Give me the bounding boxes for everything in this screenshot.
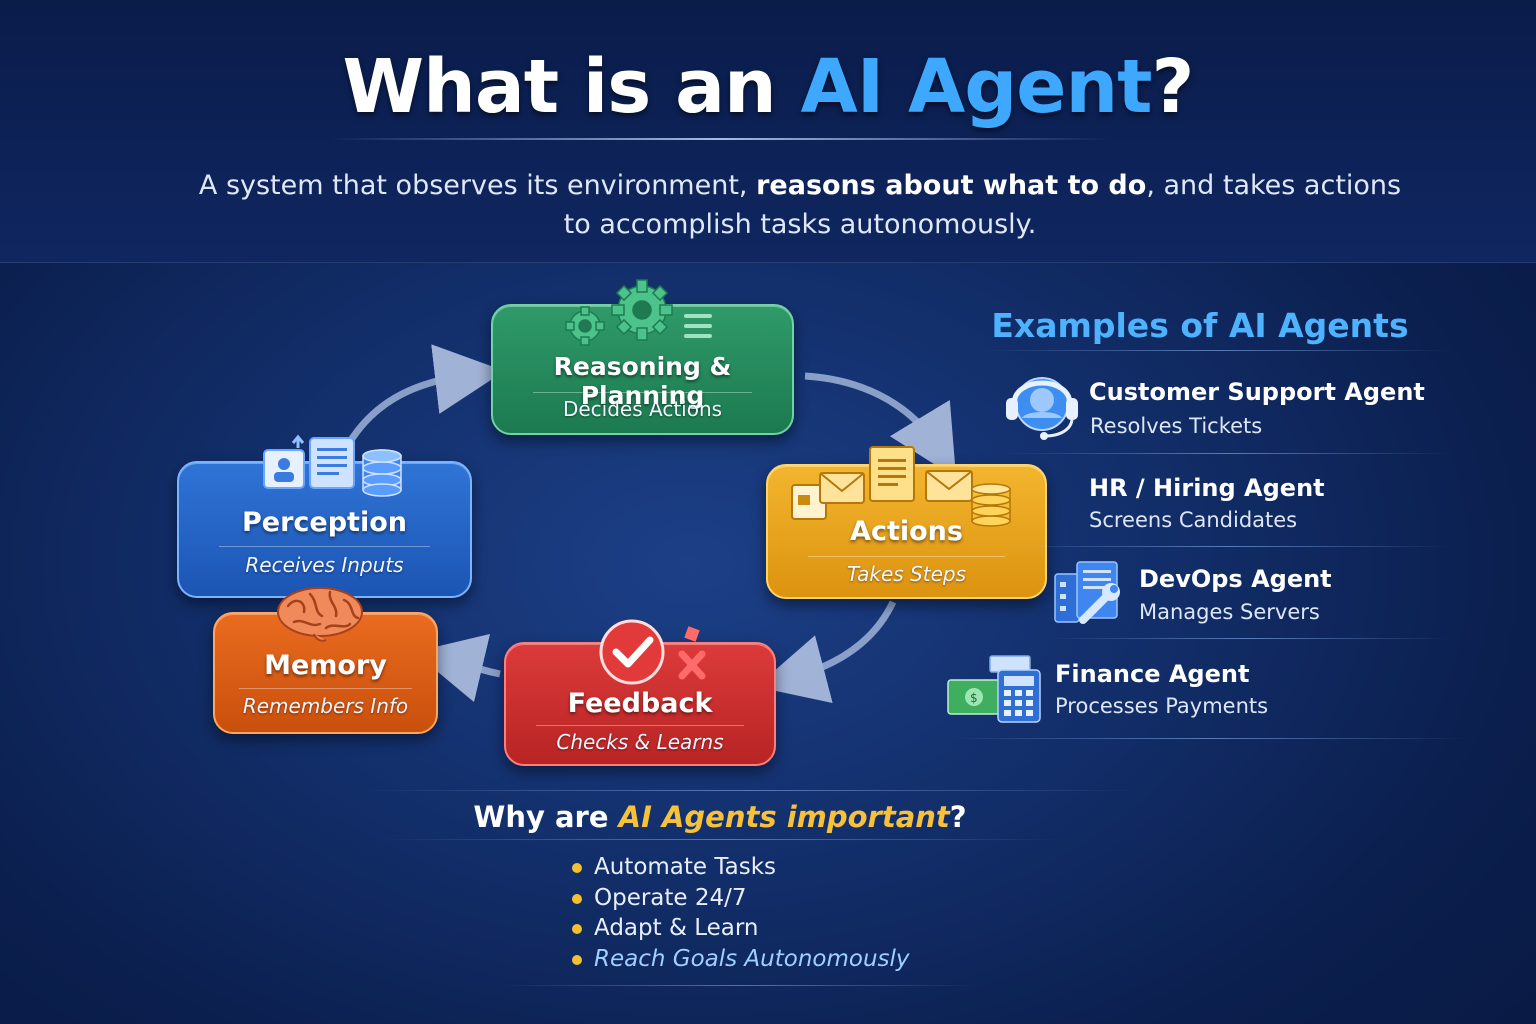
card-divider — [536, 725, 744, 726]
cash-calculator-icon: $ — [947, 655, 1041, 723]
why-title: Why are AI Agents important? — [473, 800, 967, 834]
why-item: Adapt & Learn — [570, 913, 910, 944]
why-top-divider — [360, 790, 1140, 791]
example-divider — [1005, 546, 1450, 547]
bullet-dot — [572, 954, 582, 965]
example-divider — [950, 738, 1470, 739]
brain-icon — [277, 587, 363, 642]
example-desc-customer-support: Resolves Tickets — [1090, 414, 1263, 438]
why-item: Operate 24/7 — [570, 883, 910, 914]
feedback-subtitle: Checks & Learns — [556, 730, 724, 754]
feedback-title: Feedback — [567, 688, 713, 719]
perception-title: Perception — [242, 507, 407, 538]
title-divider — [330, 138, 1110, 140]
card-divider — [533, 392, 752, 393]
example-name-devops: DevOps Agent — [1139, 565, 1332, 593]
perception-subtitle: Receives Inputs — [245, 553, 404, 577]
bullet-dot — [572, 863, 582, 873]
example-divider — [1050, 638, 1450, 639]
why-title-divider — [380, 839, 1060, 840]
check-cross-icon — [599, 619, 706, 685]
card-divider — [219, 546, 430, 547]
why-bottom-divider — [500, 985, 980, 986]
arrow-perception-to-reasoning — [341, 344, 505, 452]
reasoning-subtitle: Decides Actions — [562, 397, 723, 421]
profile-document-database-icon — [263, 434, 402, 497]
why-item: Reach Goals Autonomously — [570, 944, 910, 975]
example-name-customer-support: Customer Support Agent — [1089, 378, 1425, 406]
bullet-dot — [572, 924, 582, 934]
why-list: Automate Tasks Operate 24/7 Adapt & Lear… — [570, 852, 910, 974]
card-divider — [808, 556, 1005, 557]
card-divider — [239, 688, 412, 689]
reasoning-title: Reasoning & Planning — [553, 352, 732, 410]
actions-subtitle: Takes Steps — [847, 562, 966, 586]
examples-title: Examples of AI Agents — [991, 306, 1409, 345]
arrow-actions-to-feedback — [756, 600, 897, 704]
example-desc-devops: Manages Servers — [1139, 600, 1320, 624]
arrow-reasoning-to-actions — [804, 372, 957, 478]
example-desc-hr: Screens Candidates — [1089, 508, 1298, 532]
bullet-dot — [572, 893, 582, 904]
reasoning-planning-card: Reasoning & Planning Decides Actions — [491, 304, 794, 435]
arrow-feedback-to-memory — [413, 633, 501, 703]
headset-agent-icon — [1006, 377, 1078, 440]
svg-text:$: $ — [970, 691, 978, 705]
memory-title: Memory — [264, 650, 387, 681]
documents-mail-database-icon — [791, 446, 1011, 527]
examples-divider — [985, 350, 1450, 351]
server-wrench-icon — [1054, 561, 1120, 624]
page-subtitle: A system that observes its environment, … — [198, 170, 1402, 240]
gears-icon — [565, 279, 712, 346]
page-title: What is an AI Agent? — [342, 44, 1195, 130]
why-item: Automate Tasks — [570, 852, 910, 883]
memory-subtitle: Remembers Info — [242, 694, 409, 718]
actions-title: Actions — [850, 516, 963, 547]
header-band — [0, 0, 1536, 263]
example-name-hr: HR / Hiring Agent — [1089, 474, 1325, 502]
example-divider — [1005, 453, 1450, 454]
example-name-finance: Finance Agent — [1055, 660, 1250, 688]
example-desc-finance: Processes Payments — [1055, 694, 1269, 718]
